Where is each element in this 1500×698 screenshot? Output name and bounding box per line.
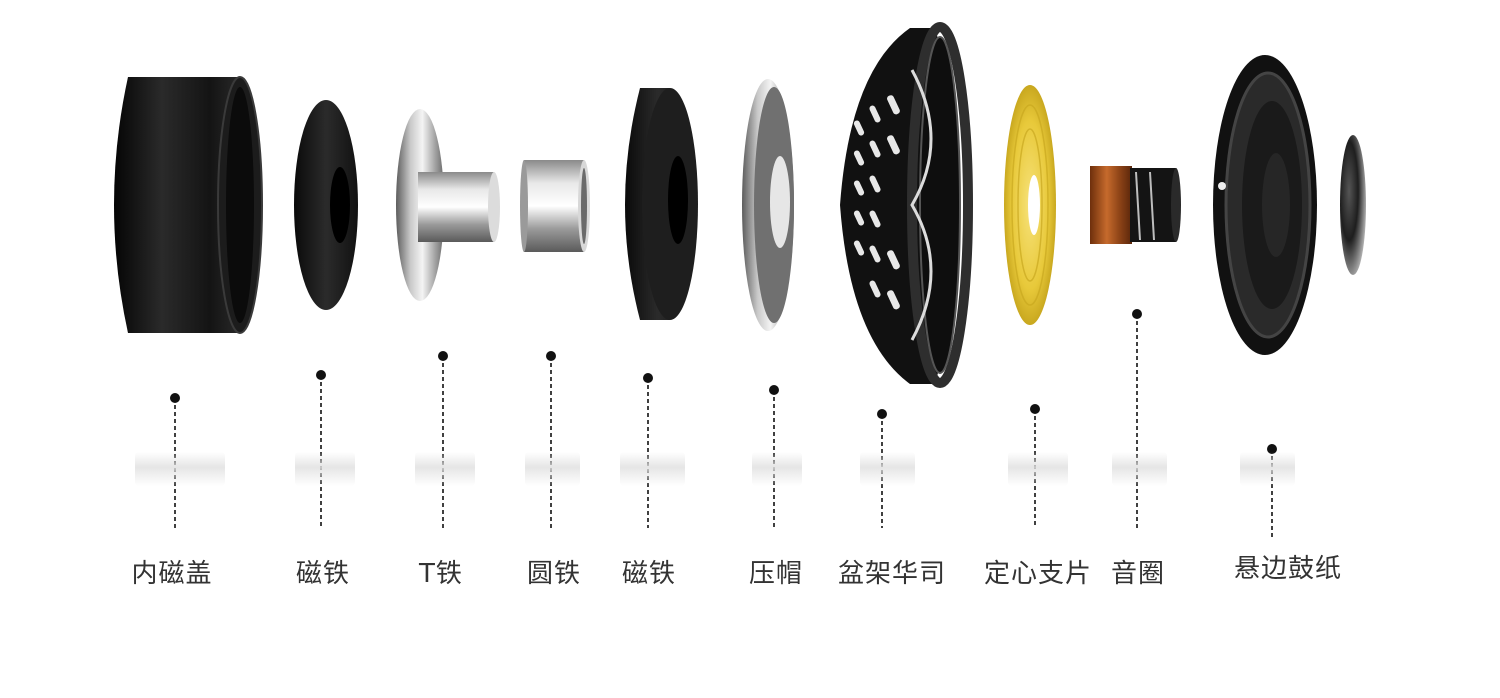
reflection [415, 452, 475, 486]
reflection [525, 452, 580, 486]
leader-lines [175, 314, 1272, 538]
label-cone: 悬边鼓纸 [1234, 548, 1342, 585]
dust-cap-part [1340, 135, 1366, 275]
spider-part [1004, 85, 1056, 325]
reflection [295, 452, 355, 486]
reflection [1008, 452, 1068, 486]
label-voice-coil: 音圈 [1111, 553, 1165, 590]
label-pressure-cap: 压帽 [749, 553, 803, 590]
label-magnet-1: 磁铁 [296, 553, 350, 590]
reflection [1240, 452, 1295, 486]
pressure-cap-part [742, 79, 794, 331]
label-basket: 盆架华司 [838, 553, 946, 590]
label-round-iron: 圆铁 [527, 553, 581, 590]
round-iron-part [520, 160, 590, 252]
label-t-iron: T铁 [419, 553, 463, 590]
reflection [752, 452, 802, 486]
leader-dots [170, 309, 1277, 454]
t-iron-part [396, 109, 500, 301]
label-magnet-2: 磁铁 [622, 553, 676, 590]
voice-coil-part [1090, 166, 1181, 244]
reflection [1112, 452, 1167, 486]
magnet-part-2 [625, 88, 698, 320]
magnet-part-1 [294, 100, 358, 310]
cone-part [1213, 55, 1317, 355]
reflection [860, 452, 915, 486]
inner-cover-part [114, 77, 262, 333]
label-spider: 定心支片 [984, 553, 1092, 590]
basket-frame-part [840, 27, 968, 384]
reflection [135, 452, 225, 486]
label-inner-cover: 内磁盖 [131, 553, 212, 590]
reflection [620, 452, 685, 486]
